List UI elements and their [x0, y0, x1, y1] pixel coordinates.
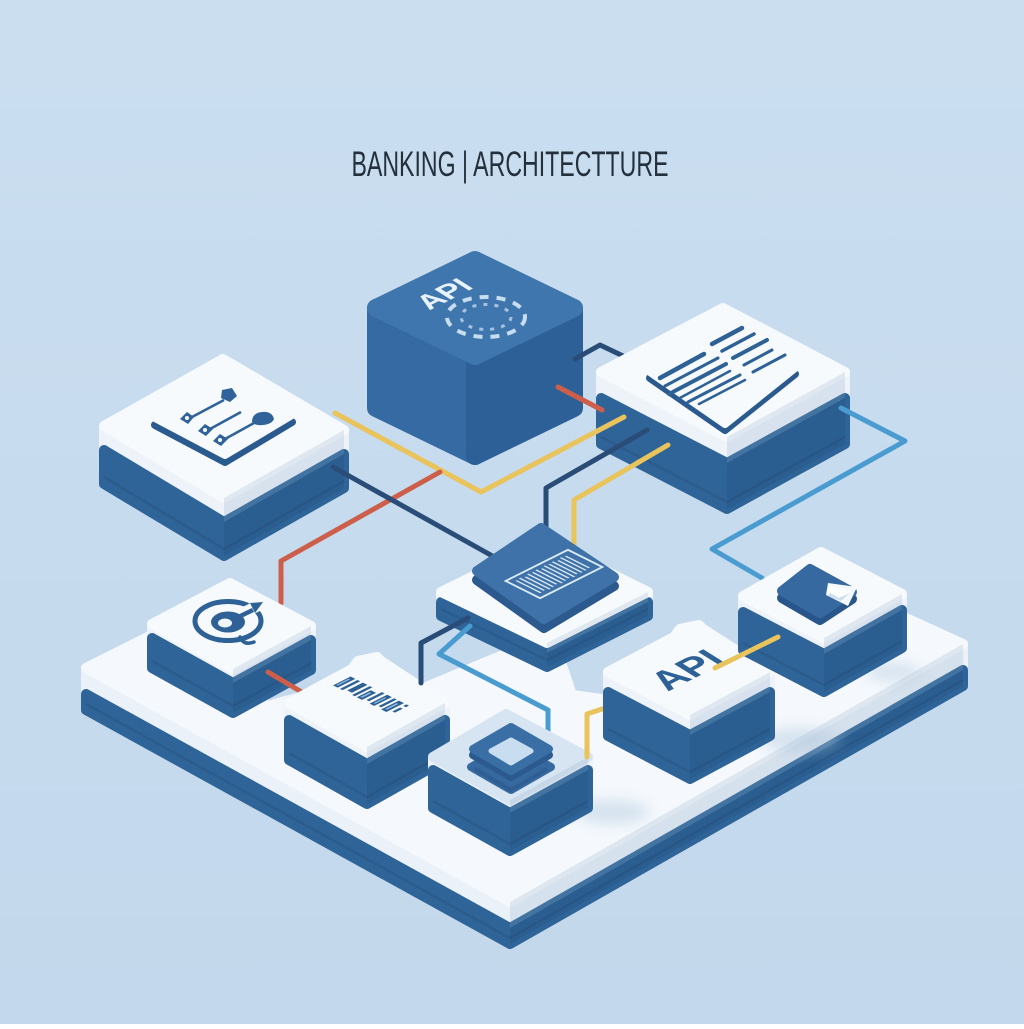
svg-text:BANKING | ARCHITECTTURE: BANKING | ARCHITECTTURE	[352, 145, 669, 184]
